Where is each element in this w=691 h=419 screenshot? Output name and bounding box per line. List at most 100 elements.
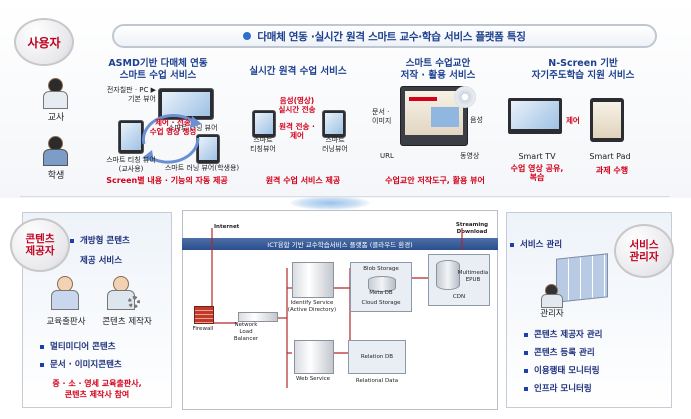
feature-nscreen-caption-left: 수업 영상 공유, 복습 [510,164,564,182]
feature-asmd-learn-viewer: 스마트 러닝 뷰어(학생용) [164,164,240,172]
feature-asmd-teach-viewer: 스마트 티칭 뷰어 (교사용) [106,156,156,173]
cdn-cylinder-icon [436,260,460,290]
feature-asmd-control-label: 제어 · 전송 수업 영상 생성 [149,118,197,136]
arch-multimedia-label: Multimedia EPUB [457,270,489,283]
teacher-label: 교사 [47,113,65,123]
admin-bullet-3-text: 이용행태 모니터링 [534,366,600,376]
arch-firewall-label: Firewall [192,326,214,332]
authoring-stripe-2 [431,107,459,127]
publisher-body-icon [51,290,79,310]
smart-pad-screen [593,102,621,138]
board-screen [162,92,210,116]
provider-footer: 중 · 소 · 영세 교육출판사, 콘텐츠 제작사 참여 [52,379,142,399]
admin-bullet-3: 이용행태 모니터링 [524,364,600,378]
admin-bullet-2: 콘텐츠 등록 관리 [524,346,595,360]
teacher-figure [40,78,70,112]
role-admin-label: 서비스 관리자 [629,239,659,263]
admin-bullet-2-icon [524,350,528,355]
remote-teacher-tablet-icon [252,110,276,138]
load-balancer-icon [238,312,278,322]
feature-authoring-doc-label: 문서 · 이미지 [372,108,392,125]
feature-nscreen-pad-label: Smart Pad [589,152,631,161]
arch-cloud-label: Cloud Storage [361,300,401,306]
feature-authoring-audio-label: 음성 [470,116,483,124]
admin-figure [540,284,563,308]
arch-blob-label: Blob Storage [363,266,399,272]
feature-authoring-url-label: URL [380,152,394,160]
learning-tablet-screen [199,137,217,160]
remote-teacher-screen [255,113,273,134]
learning-tablet-icon [196,134,220,164]
feature-remote-voice-label: 음성(영상) 실시간 전송 [278,96,316,114]
feature-authoring-caption: 수업교안 저작도구, 활용 뷰어 [385,176,485,185]
metadb-cylinder-icon [368,276,396,292]
authoring-stripe-1 [409,97,437,101]
admin-bullet-1-text: 콘텐츠 제공자 관리 [534,330,603,340]
feature-asmd-board-label: 전자칠판 · PC ▶ 기본 뷰어 [106,86,156,103]
arch-relational-data-label: Relational Data [355,378,399,384]
admin-bullet-4-text: 인프라 모니터링 [534,384,592,394]
title-bullet-icon [243,32,252,40]
feature-remote-caption: 원격 수업 서비스 제공 [265,176,341,185]
arch-cdn-label: CDN [452,294,466,300]
authoring-monitor-icon [400,86,468,146]
smart-pad-icon [590,98,624,142]
feature-remote-right-label: 스마트 러닝뷰어 [322,136,348,153]
admin-service-bullet-icon [510,242,514,247]
admin-bullet-4: 인프라 모니터링 [524,382,592,396]
monitor-wall-icon [556,253,608,303]
admin-bullet-1: 콘텐츠 제공자 관리 [524,328,602,342]
provider-bullet-2-text: 문서 · 이미지콘텐츠 [50,360,122,370]
admin-bullet-2-text: 콘텐츠 등록 관리 [534,348,595,358]
feature-nscreen-title: N-Screen 기반 자기주도학습 지원 서비스 [531,58,635,81]
web-service-server-icon [294,340,334,374]
relation-db-box [348,340,406,374]
admin-body-icon [541,294,563,308]
role-user-label: 사용자 [27,35,61,50]
feature-remote-left-label: 스마트 티칭뷰어 [250,136,276,153]
feature-authoring-video-label: 동영상 [460,152,480,160]
feature-nscreen-control-label: 제어 [566,116,580,125]
provider-person-publisher: 교육출판사 [46,317,86,327]
provider-bullet-2: 문서 · 이미지콘텐츠 [40,358,122,372]
provider-bullet-1-text: 멀티미디어 콘텐츠 [50,342,116,352]
arch-relation-db-label: Relation DB [360,354,394,360]
publisher-figure [48,276,80,312]
feature-authoring-title: 스마트 수업교안 저작 · 활용 서비스 [400,58,476,81]
connector-swirl [290,196,370,210]
feature-nscreen-caption-right: 과제 수행 [595,166,629,175]
role-provider-label: 콘텐츠 제공자 [25,233,55,257]
arch-streaming-label: Streaming Download [455,222,489,235]
identity-server-icon [292,262,334,298]
remote-student-tablet-icon [322,110,346,138]
arch-banner-text: ICT융합 기반 교수학습서비스 플랫폼 (클라우드 환경) [267,241,413,249]
arch-internet-label: Internet [214,224,240,230]
smart-tv-icon [508,98,562,134]
teacher-body-icon [43,91,68,109]
provider-person-creator: 콘텐츠 제작자 [102,317,152,327]
admin-bullet-1-icon [524,332,528,337]
admin-service-text: 서비스 관리 [520,240,563,250]
arch-load-balancer-label: Network Load Balancer [233,322,259,342]
feature-remote-control-label: 원격 전송 · 제어 [279,122,315,140]
feature-asmd-viewer-right: 스마트 러닝 뷰어 [168,124,218,132]
feature-asmd-title: ASMD기반 다매체 연동 스마트 수업 서비스 [108,58,208,81]
feature-asmd-caption: Screen별 내용 · 기능의 자동 제공 [106,176,228,185]
provider-service-1-text: 개방형 콘텐츠 [80,236,130,246]
teaching-tablet-icon [118,120,144,154]
platform-title: 다매체 연동 ·실시간 원격 스마트 교수·학습 서비스 플랫폼 특징 [257,30,526,43]
asmd-cycle-arrows [141,114,202,164]
provider-bullet-1-icon [40,344,44,349]
arch-identity-label: Identify Service (Active Directory) [287,300,337,313]
arch-web-service-label: Web Service [295,376,331,382]
student-body-icon [43,149,68,166]
platform-title-bar: 다매체 연동 ·실시간 원격 스마트 교수·학습 서비스 플랫폼 특징 [112,24,657,48]
cd-icon [454,86,476,108]
provider-bullet-2-icon [40,362,44,367]
remote-student-screen [325,113,343,134]
student-label: 학생 [47,171,65,181]
student-figure [40,136,70,168]
role-user-badge: 사용자 [14,18,74,66]
arch-banner: ICT융합 기반 교수학습서비스 플랫폼 (클라우드 환경) [182,238,498,250]
admin-bullet-4-icon [524,386,528,391]
